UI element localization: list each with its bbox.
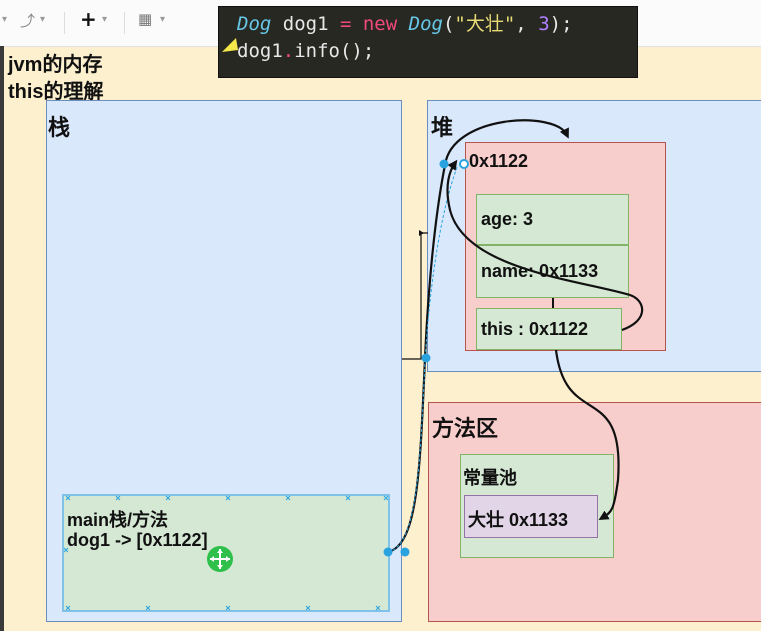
code-token: );: [549, 13, 573, 35]
field-age[interactable]: age: 3: [476, 194, 629, 245]
chevron-down-icon[interactable]: ▾: [160, 14, 166, 25]
heap-label: 堆: [431, 115, 454, 140]
connection-point[interactable]: [383, 547, 393, 557]
object-address: 0x1122: [469, 151, 529, 171]
connection-point[interactable]: [439, 159, 449, 169]
name-reference-arrow[interactable]: [554, 349, 620, 521]
constant-pool-label: 常量池: [463, 468, 517, 488]
selection-handles[interactable]: [63, 495, 389, 611]
toolbar-divider: [64, 12, 65, 34]
code-token: Dog: [408, 13, 443, 35]
method-area-label: 方法区: [432, 416, 499, 441]
dog1-reference: dog1 -> [0x1122]: [67, 530, 208, 550]
diagram-title: jvm的内存: [8, 54, 103, 76]
code-line-1: Dog dog1 = new Dog("大壮", 3);: [237, 11, 637, 38]
string-constant-text: 大壮 0x1133: [468, 510, 569, 530]
chevron-down-icon[interactable]: ▾: [2, 14, 8, 25]
code-snippet: Dog dog1 = new Dog("大壮", 3); dog1.info()…: [218, 6, 638, 78]
code-token: ,: [515, 13, 539, 35]
connection-point[interactable]: [400, 547, 410, 557]
code-token: Dog: [237, 13, 272, 35]
code-token: dog1: [237, 40, 283, 62]
arrowhead: [419, 230, 424, 236]
code-token: new: [351, 13, 409, 35]
diagram-subtitle: this的理解: [8, 81, 104, 103]
main-frame-title: main栈/方法: [67, 510, 169, 530]
stack-label: 栈: [48, 115, 71, 140]
code-token: .: [282, 40, 295, 62]
move-cursor-icon: [207, 546, 233, 572]
field-this[interactable]: this : 0x1122: [476, 308, 622, 350]
field-name[interactable]: name: 0x1133: [476, 245, 629, 298]
string-constant[interactable]: [464, 495, 598, 538]
code-token: dog1: [271, 13, 340, 35]
connection-point[interactable]: [421, 353, 431, 363]
table-icon[interactable]: ▦: [138, 10, 153, 28]
code-line-2: dog1.info();: [237, 38, 637, 65]
code-token: 3: [538, 13, 550, 35]
callout-pointer: [222, 38, 238, 52]
dog1-reference-arrow[interactable]: [387, 119, 569, 554]
waypoint-style-icon[interactable]: ⤴: [20, 12, 36, 30]
code-token: (: [442, 13, 455, 35]
this-reference-arrow[interactable]: [446, 159, 644, 332]
chevron-down-icon[interactable]: ▾: [102, 14, 108, 25]
elbow-connector[interactable]: [402, 232, 428, 360]
chevron-down-icon[interactable]: ▾: [40, 14, 46, 25]
code-token: info();: [294, 40, 375, 62]
code-token: =: [339, 13, 352, 35]
code-token: "大壮": [454, 13, 516, 35]
connection-point[interactable]: [459, 159, 469, 169]
insert-plus-icon[interactable]: +: [80, 7, 97, 31]
canvas-left-edge: [0, 46, 4, 631]
toolbar-divider: [124, 12, 125, 34]
